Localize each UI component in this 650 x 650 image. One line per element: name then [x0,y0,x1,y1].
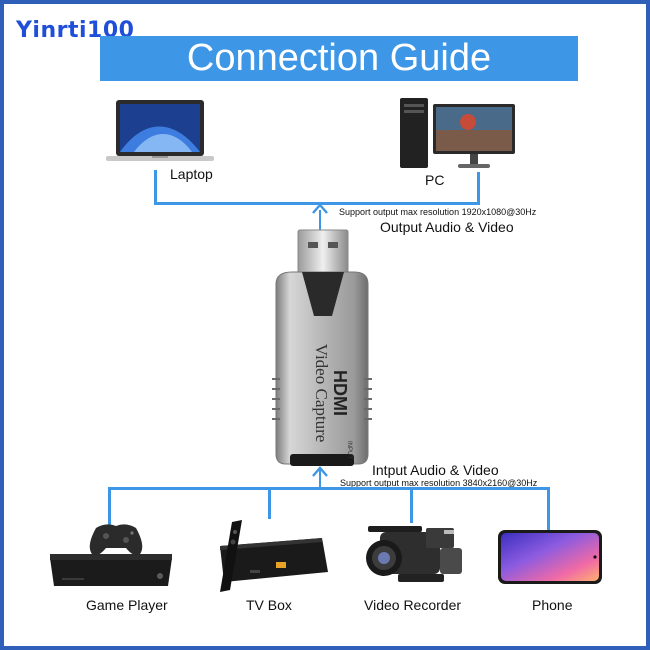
device-label-game-player: Game Player [86,597,168,613]
input-arrow-shaft [319,470,321,488]
device-label-video-recorder: Video Recorder [364,597,462,613]
output-caption: Output Audio & Video [380,219,514,235]
laptop-connector-line [154,170,157,204]
game-player-connector-line [108,487,111,531]
device-label-tv-box: TV Box [246,597,292,613]
output-arrow-shaft [319,210,321,232]
smartphone-icon [498,530,602,584]
output-support-text: Support output max resolution 1920x1080@… [339,207,537,217]
video-camera-icon [366,526,462,582]
output-bus-line [154,202,480,205]
page-title-text: Connection Guide [186,37,492,79]
page-title: Connection Guide [100,36,578,81]
game-console-icon [50,524,172,586]
input-arrow-icon [312,466,328,477]
input-support-text: Support output max resolution 3840x2160@… [340,478,538,488]
laptop-icon [106,100,214,161]
capture-brand-text: HDMI [330,370,350,416]
tv-box-icon [220,520,328,592]
output-arrow-icon [312,203,328,214]
input-caption: Intput Audio & Video [372,462,499,478]
device-label-phone: Phone [532,597,573,613]
video-recorder-connector-line [410,487,413,523]
tv-box-connector-line [268,487,271,519]
desktop-pc-icon [400,98,515,168]
capture-product-text: Video Capture [312,344,331,443]
phone-connector-line [547,487,550,531]
capture-port-text: INPUT [346,441,352,459]
device-label-laptop: Laptop [170,166,213,182]
input-bus-line [108,487,550,490]
hdmi-capture-device: Video Capture HDMI INPUT [272,229,372,466]
device-label-pc: PC [425,172,445,188]
pc-connector-line [477,172,480,204]
